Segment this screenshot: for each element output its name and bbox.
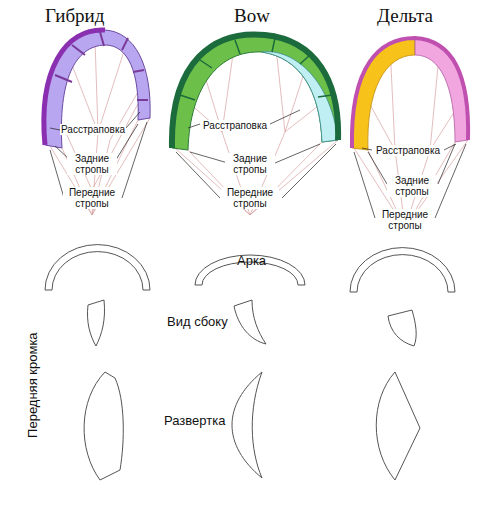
part-label: Передние стропы	[63, 187, 121, 209]
part-label: Расстраповка	[375, 145, 441, 156]
row-label: Вид сбоку	[167, 315, 228, 329]
part-label: Передние стропы	[221, 187, 279, 209]
hybrid-kite	[44, 30, 150, 215]
part-label: Передние стропы	[376, 209, 434, 231]
bow-kite	[172, 34, 338, 215]
column-heading: Дельта	[377, 6, 433, 27]
part-label: Задние стропы	[225, 153, 275, 175]
part-label: Расстраповка	[60, 124, 126, 135]
column-heading: Гибрид	[45, 6, 104, 27]
axis-label: Передняя кромка	[26, 332, 40, 438]
part-label: Задние стропы	[67, 153, 117, 175]
row-label: Арка	[237, 254, 266, 268]
part-label: Расстраповка	[202, 120, 268, 131]
row-label: Развертка	[164, 414, 225, 428]
column-heading: Bow	[234, 6, 270, 27]
part-label: Задние стропы	[387, 175, 437, 197]
delta-kite	[352, 38, 468, 228]
